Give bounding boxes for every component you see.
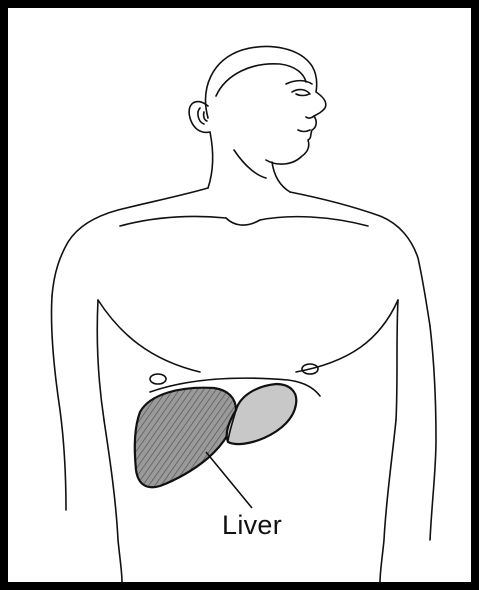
ear <box>189 102 210 133</box>
liver-left-lobe <box>227 384 297 444</box>
eye <box>292 90 310 94</box>
liver-label: Liver <box>222 512 282 539</box>
left-pectoral <box>98 300 200 372</box>
right-arm-outer <box>430 326 436 540</box>
left-clavicle <box>120 216 226 226</box>
right-shoulder <box>290 192 430 326</box>
left-arm-inner <box>97 300 104 420</box>
left-shoulder <box>52 188 208 296</box>
liver-leader-line <box>206 452 252 508</box>
left-nipple <box>150 374 166 384</box>
liver <box>135 384 297 487</box>
torso-right-side <box>380 420 396 582</box>
torso-left-side <box>104 420 122 582</box>
neck-left <box>208 132 213 188</box>
left-arm-outer <box>51 296 66 510</box>
neck-right <box>272 162 290 192</box>
liver-right-lobe <box>135 388 236 488</box>
right-pectoral <box>296 300 398 372</box>
right-arm-inner <box>396 300 398 420</box>
right-clavicle <box>260 217 368 226</box>
